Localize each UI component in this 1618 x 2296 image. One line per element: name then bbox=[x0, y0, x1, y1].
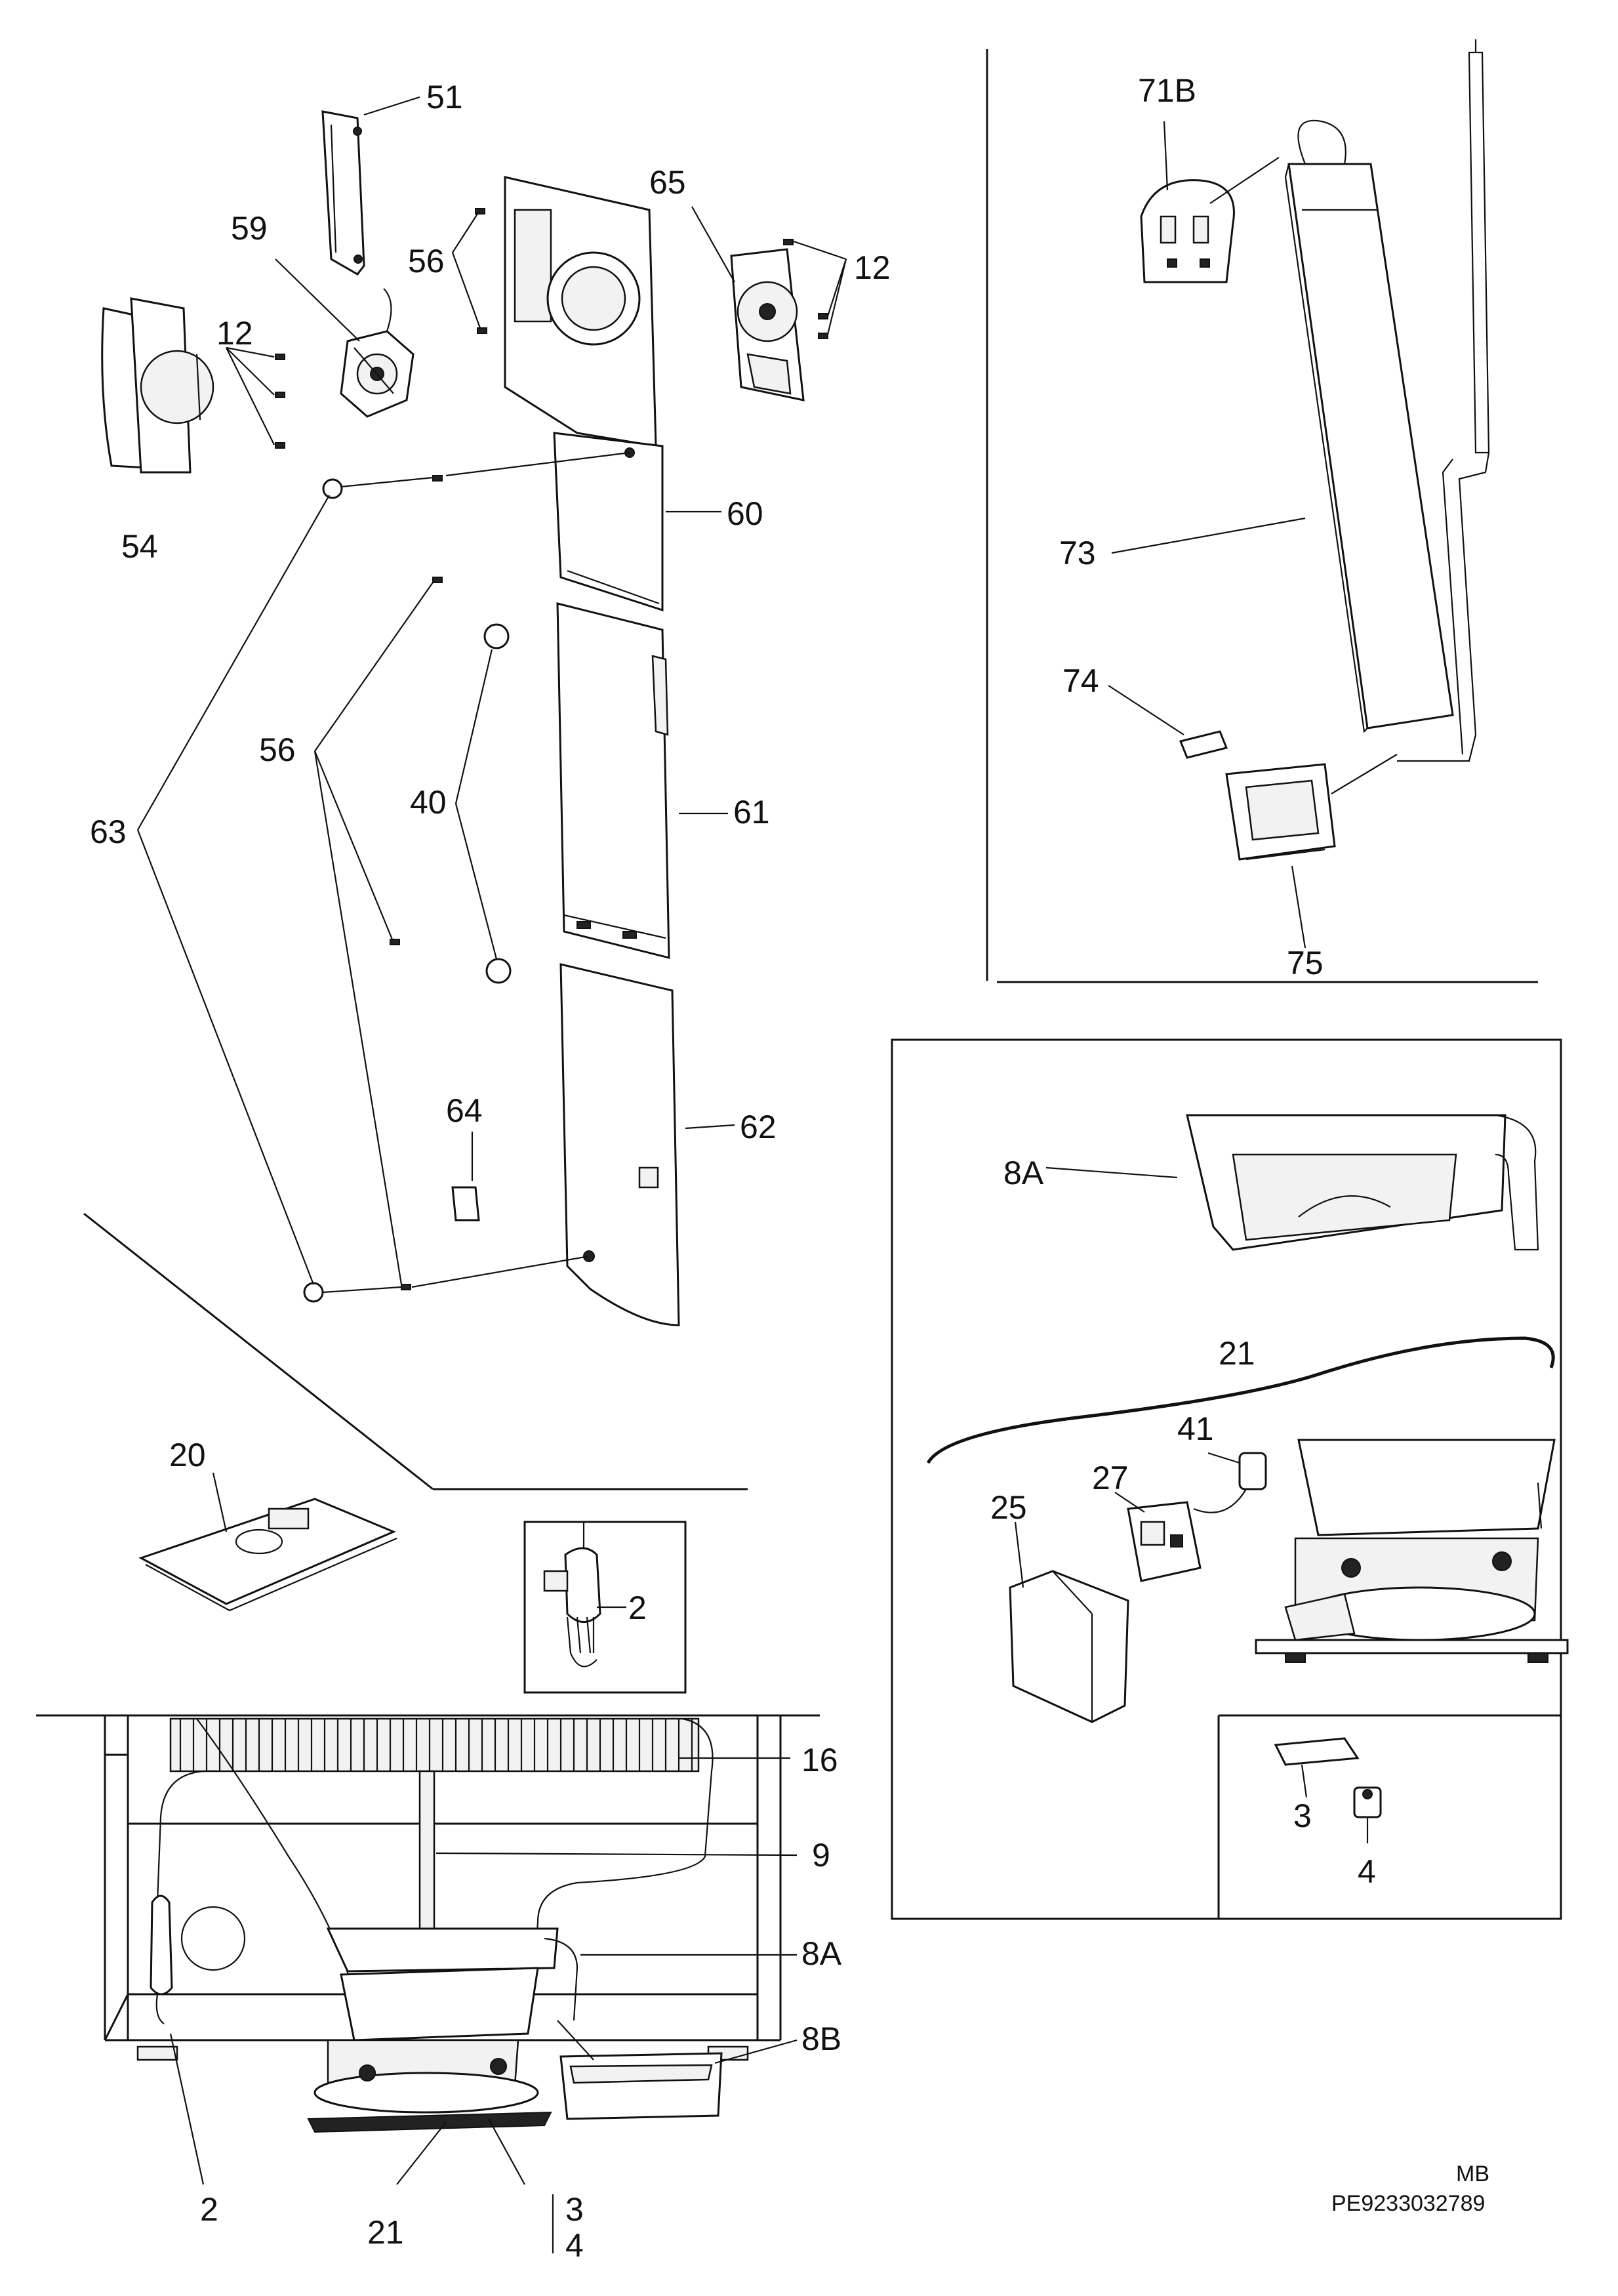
label-74: 74 bbox=[1062, 663, 1099, 699]
part-54-fan-shroud bbox=[101, 297, 214, 474]
part-61-panel bbox=[556, 602, 670, 959]
part-9-tube bbox=[418, 1770, 435, 1930]
part-8a-tray-bottom bbox=[326, 1927, 578, 2021]
label-61: 61 bbox=[733, 794, 770, 830]
part-41-capacitor bbox=[1193, 1452, 1267, 1513]
part-63-plugs bbox=[303, 478, 343, 1303]
label-73: 73 bbox=[1059, 535, 1096, 571]
footer-code-mb: MB bbox=[1456, 2162, 1489, 2186]
label-56-lower: 56 bbox=[259, 731, 296, 768]
part-64-clip bbox=[451, 1186, 480, 1221]
part-62-panel bbox=[559, 963, 680, 1326]
label-2-detail: 2 bbox=[628, 1589, 647, 1626]
label-54: 54 bbox=[121, 528, 158, 565]
label-25: 25 bbox=[990, 1489, 1027, 1526]
label-8b: 8B bbox=[801, 2020, 841, 2057]
part-56-screws-lower bbox=[390, 475, 443, 1290]
part-8a-drip-tray bbox=[1186, 1114, 1539, 1251]
part-20-manual bbox=[138, 1498, 397, 1612]
part-40-plugs bbox=[483, 623, 512, 984]
detail-box-drier bbox=[523, 1521, 687, 1694]
label-21-bracket-curve bbox=[926, 1336, 1555, 1464]
part-16-condenser bbox=[169, 1717, 714, 1969]
part-3-clip bbox=[1274, 1737, 1360, 1766]
part-21-compressor-right bbox=[1255, 1439, 1569, 1663]
part-27-relay bbox=[1127, 1501, 1202, 1582]
leader-lines-bottom bbox=[169, 1757, 798, 2253]
part-60-panel bbox=[504, 176, 664, 612]
label-3-right: 3 bbox=[1293, 1797, 1312, 1834]
label-12-right: 12 bbox=[854, 249, 891, 286]
footer-code-part-number: PE9233032789 bbox=[1331, 2191, 1485, 2216]
label-21-right: 21 bbox=[1219, 1335, 1255, 1372]
part-4-grommet bbox=[1353, 1786, 1382, 1818]
label-60: 60 bbox=[727, 495, 763, 532]
label-41: 41 bbox=[1177, 1410, 1214, 1447]
leader-lines-right-box bbox=[1014, 1166, 1369, 1843]
label-75: 75 bbox=[1287, 945, 1324, 981]
part-73-evaporator bbox=[1284, 39, 1490, 762]
part-21-compressor-bottom bbox=[307, 1967, 552, 2133]
label-16: 16 bbox=[801, 1742, 838, 1778]
label-4-bottom: 4 bbox=[565, 2227, 584, 2264]
label-51: 51 bbox=[426, 79, 463, 115]
part-12-screws-left bbox=[275, 354, 285, 449]
part-25-cover bbox=[1009, 1570, 1129, 1723]
section-dividers bbox=[36, 49, 1562, 1920]
label-21-bottom: 21 bbox=[367, 2214, 404, 2251]
label-71b: 71B bbox=[1138, 72, 1196, 109]
label-59: 59 bbox=[231, 210, 268, 247]
leader-lines-top-left bbox=[136, 96, 847, 1294]
label-4-right: 4 bbox=[1358, 1853, 1376, 1890]
label-56-top: 56 bbox=[408, 243, 445, 279]
part-71b-bracket bbox=[1140, 179, 1235, 283]
part-74-clip bbox=[1179, 730, 1228, 759]
label-20: 20 bbox=[169, 1437, 206, 1473]
part-8b-tray bbox=[557, 2020, 723, 2120]
label-12-left: 12 bbox=[216, 315, 253, 352]
label-63: 63 bbox=[90, 813, 127, 850]
label-40: 40 bbox=[410, 784, 447, 821]
label-3-bottom: 3 bbox=[565, 2191, 584, 2228]
part-56-screws-top bbox=[475, 208, 487, 334]
part-75-heater-bracket bbox=[1225, 763, 1336, 861]
label-62: 62 bbox=[740, 1109, 777, 1145]
part-59-fan-motor bbox=[340, 288, 415, 418]
leader-20 bbox=[212, 1472, 228, 1532]
label-2-bottom: 2 bbox=[200, 2191, 218, 2228]
label-65: 65 bbox=[649, 164, 686, 201]
label-64: 64 bbox=[446, 1092, 483, 1129]
label-8a-bottom: 8A bbox=[801, 1935, 842, 1972]
part-51-cover bbox=[321, 110, 365, 276]
part-65-fan-housing bbox=[730, 248, 805, 401]
leader-lines-top-right bbox=[1108, 121, 1398, 949]
label-8a-top: 8A bbox=[1003, 1155, 1044, 1191]
label-9: 9 bbox=[812, 1837, 830, 1874]
label-27: 27 bbox=[1092, 1460, 1129, 1496]
part-12-screws-right bbox=[783, 239, 828, 339]
